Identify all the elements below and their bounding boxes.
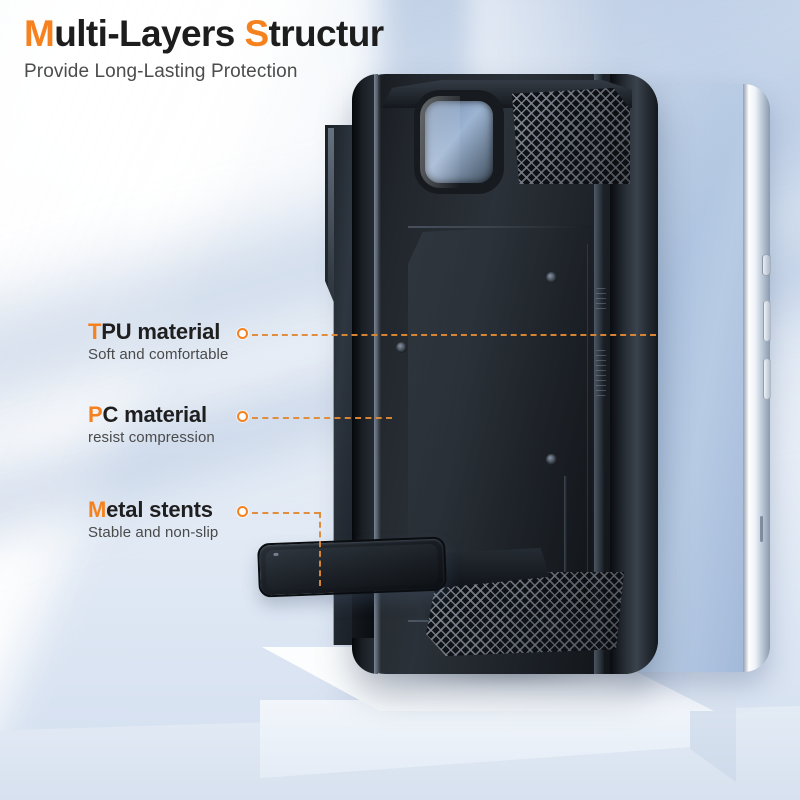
leader-line-metal-vertical — [319, 512, 321, 586]
callout-tpu: TPU material Soft and comfortable — [88, 319, 229, 364]
callout-tpu-heading-rest: PU material — [101, 319, 221, 344]
callout-metal: Metal stents Stable and non-slip — [88, 497, 219, 542]
callout-metal-heading-initial: M — [88, 497, 107, 522]
callout-tpu-heading: TPU material — [88, 319, 228, 344]
callout-pc-heading-rest: C material — [102, 402, 207, 427]
page-title: Multi-Layers Structur — [24, 14, 384, 54]
callout-tpu-heading-initial: T — [88, 319, 102, 344]
callout-marker-tpu[interactable] — [237, 328, 248, 339]
callout-marker-metal[interactable] — [237, 506, 248, 517]
header-block: Multi-Layers Structur Provide Long-Lasti… — [24, 14, 384, 83]
callout-tpu-sub: Soft and comfortable — [88, 346, 229, 364]
leader-line-tpu — [252, 334, 656, 336]
leader-line-metal-horizontal — [252, 512, 320, 514]
title-highlight-s: S — [244, 13, 269, 54]
title-mid: ulti-Layers — [54, 13, 245, 54]
title-highlight-m: M — [24, 13, 55, 54]
callout-metal-heading-rest: etal stents — [106, 497, 213, 522]
page-subtitle: Provide Long-Lasting Protection — [24, 60, 298, 82]
callout-marker-pc[interactable] — [237, 411, 248, 422]
callout-pc-heading: PC material — [88, 402, 215, 427]
callout-metal-heading: Metal stents — [88, 497, 218, 522]
callout-pc-sub: resist compression — [88, 429, 215, 447]
callout-pc: PC material resist compression — [88, 402, 215, 447]
callout-pc-heading-initial: P — [88, 402, 103, 427]
leader-line-pc — [252, 417, 392, 419]
callout-metal-sub: Stable and non-slip — [88, 524, 219, 542]
title-suffix: tructur — [268, 13, 385, 54]
